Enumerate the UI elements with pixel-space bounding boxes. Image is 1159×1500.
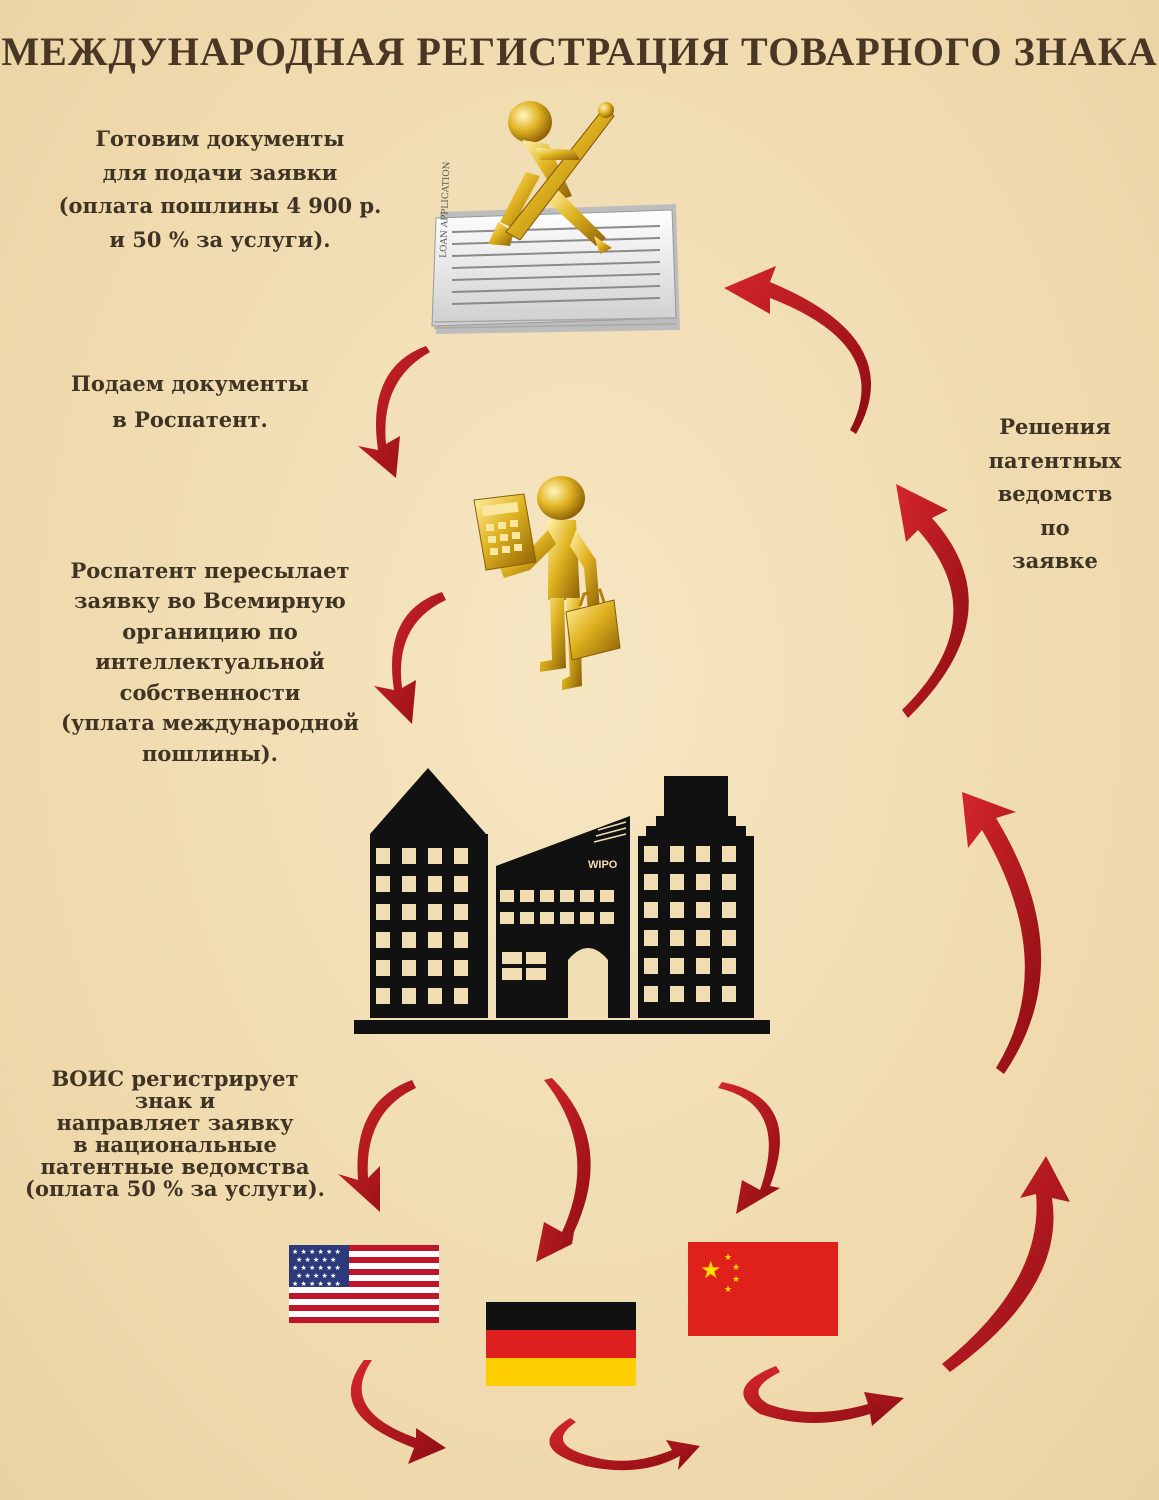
svg-text:★ ★ ★ ★ ★: ★ ★ ★ ★ ★ — [296, 1256, 336, 1264]
svg-text:★ ★ ★ ★ ★ ★: ★ ★ ★ ★ ★ ★ — [292, 1248, 341, 1256]
usa-flag: ★ ★ ★ ★ ★ ★ ★ ★ ★ ★ ★ ★ ★ ★ ★ ★ ★ ★ ★ ★ … — [289, 1245, 439, 1323]
step-prepare-text: Готовим документы для подачи заявки (опл… — [30, 122, 410, 256]
step-prepare-line: Готовим документы — [95, 126, 345, 151]
page-title: МЕЖДУНАРОДНАЯ РЕГИСТРАЦИЯ ТОВАРНОГО ЗНАК… — [1, 29, 1158, 74]
step-submit-line: Подаем документы — [70, 371, 309, 396]
arrow-up-2 — [962, 792, 1042, 1074]
step-register-line: (оплата 50 % за услуги). — [25, 1176, 325, 1202]
china-flag: ★ ★ ★ ★ ★ — [688, 1242, 838, 1336]
gold-figure-calculator-icon — [473, 476, 621, 690]
step-forward-text: Роспатент пересылает заявку во Всемирную… — [20, 556, 400, 769]
step-submit-line: в Роспатент. — [112, 406, 268, 432]
svg-text:★: ★ — [700, 1256, 722, 1284]
wipo-building-icon: WIPO — [354, 768, 770, 1034]
decisions-line: патентных — [988, 447, 1122, 473]
svg-text:★: ★ — [732, 1275, 740, 1285]
gold-figure-pen-icon — [488, 101, 615, 254]
step-forward-line: органицию по — [122, 618, 298, 644]
step-forward-line: (уплата международной — [61, 710, 359, 736]
arrow-bottom-1 — [350, 1360, 446, 1464]
step-submit-text: Подаем документы в Роспатент. — [30, 366, 350, 437]
flow-arrows — [338, 266, 1070, 1471]
svg-text:★ ★ ★ ★ ★ ★: ★ ★ ★ ★ ★ ★ — [292, 1264, 341, 1272]
arrow-down-4 — [536, 1078, 591, 1262]
decisions-line: Решения — [999, 414, 1111, 439]
decisions-line: по — [1040, 514, 1070, 540]
germany-flag — [486, 1302, 636, 1386]
arrow-up-3 — [896, 484, 969, 718]
step-forward-line: собственности — [119, 679, 301, 705]
step-forward-line: заявку во Всемирную — [74, 588, 346, 614]
papers-label: LOAN APPLICATION — [439, 161, 452, 258]
step-forward-line: Роспатент пересылает — [70, 558, 350, 583]
step-register-line: в национальные — [73, 1132, 277, 1158]
arrow-down-1 — [358, 346, 430, 478]
svg-text:★: ★ — [724, 1253, 732, 1263]
decisions-line: ведомств — [997, 481, 1113, 507]
decisions-line: заявке — [1012, 548, 1098, 574]
arrow-up-1 — [942, 1156, 1070, 1372]
svg-text:★ ★ ★ ★ ★: ★ ★ ★ ★ ★ — [296, 1272, 336, 1280]
arrow-down-5 — [718, 1082, 780, 1214]
svg-text:★: ★ — [732, 1263, 740, 1273]
wipo-sign: WIPO — [588, 859, 618, 871]
arrow-down-2 — [374, 592, 446, 724]
step-register-line: патентные ведомства — [40, 1154, 310, 1180]
svg-text:★: ★ — [724, 1285, 732, 1295]
decisions-text: Решения патентных ведомств по заявке — [960, 410, 1150, 578]
arrow-up-4 — [724, 266, 872, 434]
step-prepare-line: (оплата пошлины 4 900 р. — [58, 193, 382, 219]
step-forward-line: интеллектуальной — [95, 649, 325, 675]
step-forward-line: пошлины). — [142, 740, 278, 766]
step-prepare-line: для подачи заявки — [102, 159, 338, 185]
step-prepare-line: и 50 % за услуги). — [109, 226, 331, 252]
step-register-line: ВОИС регистрирует — [51, 1066, 299, 1091]
arrow-down-3 — [338, 1080, 416, 1212]
step-register-text: ВОИС регистрирует знак и направляет заяв… — [5, 1066, 345, 1202]
arrow-bottom-2 — [549, 1418, 700, 1471]
step-register-line: направляет заявку — [56, 1110, 294, 1136]
svg-text:★ ★ ★ ★ ★ ★: ★ ★ ★ ★ ★ ★ — [292, 1280, 341, 1288]
step-register-line: знак и — [134, 1088, 216, 1114]
arrow-bottom-3 — [743, 1366, 904, 1426]
